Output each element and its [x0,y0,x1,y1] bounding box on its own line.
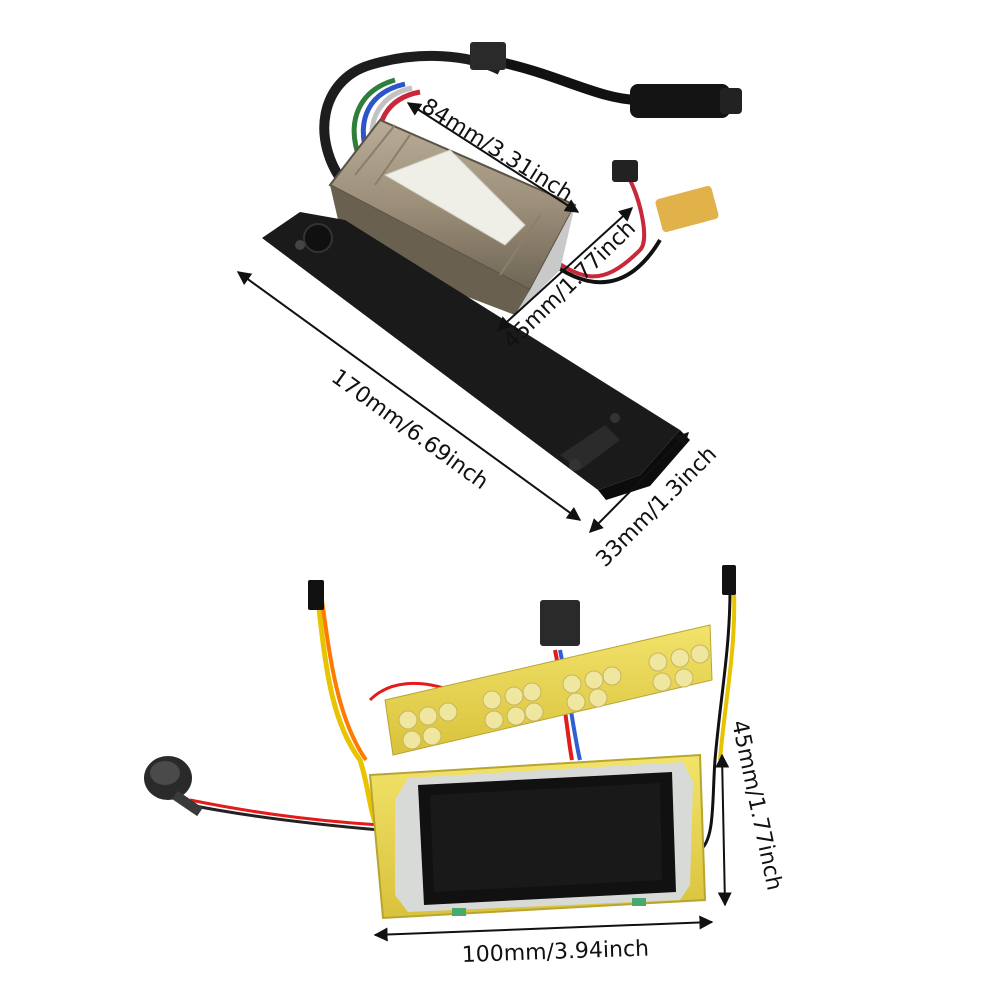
display-connector [308,565,736,646]
display-width-label: 100mm/3.94inch [461,936,649,968]
dimension-arrows-bottom [373,753,732,942]
power-button [144,756,203,817]
display-board [368,753,707,920]
motor-connector [630,84,742,118]
dimension-arrows-top [236,102,689,533]
signal-connector-top [470,42,506,70]
display-height-label: 45mm/1.77inch [726,718,786,893]
xt60-connector [612,160,719,233]
led-strip [384,624,713,756]
